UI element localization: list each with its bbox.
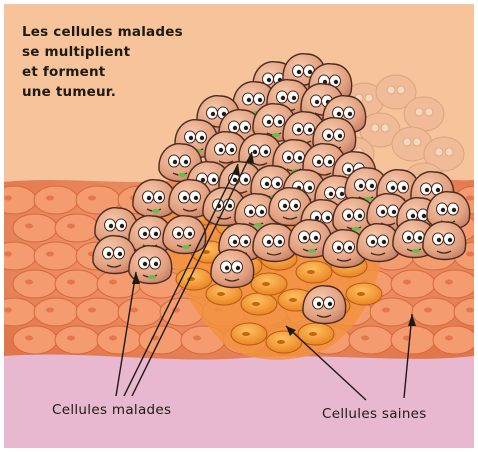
tissue-cell	[55, 326, 99, 354]
tissue-cell	[433, 326, 474, 354]
invaded-cell	[296, 261, 332, 283]
label-diseased-cells: Cellules malades	[52, 402, 171, 418]
tissue-cell	[13, 270, 57, 298]
tissue-cell	[139, 326, 183, 354]
illustration-frame: Les cellules malades se multiplient et f…	[4, 4, 474, 448]
invaded-cell	[346, 283, 382, 305]
diseased-cell	[303, 286, 346, 324]
tissue-cell	[13, 214, 57, 242]
tissue-cell	[34, 186, 78, 214]
tissue-cell	[55, 270, 99, 298]
caption-text: Les cellules malades se multiplient et f…	[22, 22, 262, 102]
invaded-cell	[241, 293, 277, 315]
faint-cell	[404, 97, 444, 131]
caption-line-3: et forment	[22, 62, 262, 82]
tissue-cell	[76, 298, 120, 326]
tissue-cell	[34, 298, 78, 326]
tissue-cell	[118, 298, 162, 326]
tissue-cell	[433, 270, 474, 298]
tissue-cell	[349, 326, 393, 354]
caption-line-1: Les cellules malades	[22, 22, 262, 42]
diseased-cell	[211, 250, 254, 288]
invaded-cell	[231, 323, 267, 345]
tissue-cell	[391, 326, 435, 354]
label-healthy-cells: Cellules saines	[322, 406, 427, 422]
tissue-cell	[391, 270, 435, 298]
caption-line-2: se multiplient	[22, 42, 262, 62]
caption-line-4: une tumeur.	[22, 82, 262, 102]
diseased-cell	[423, 222, 466, 260]
invaded-cell	[251, 273, 287, 295]
tissue-cell	[97, 326, 141, 354]
tissue-cell	[34, 242, 78, 270]
tissue-cell	[412, 298, 456, 326]
tissue-cell	[13, 326, 57, 354]
invaded-cell	[266, 331, 302, 353]
diseased-cell	[163, 216, 206, 254]
tissue-cell	[55, 214, 99, 242]
